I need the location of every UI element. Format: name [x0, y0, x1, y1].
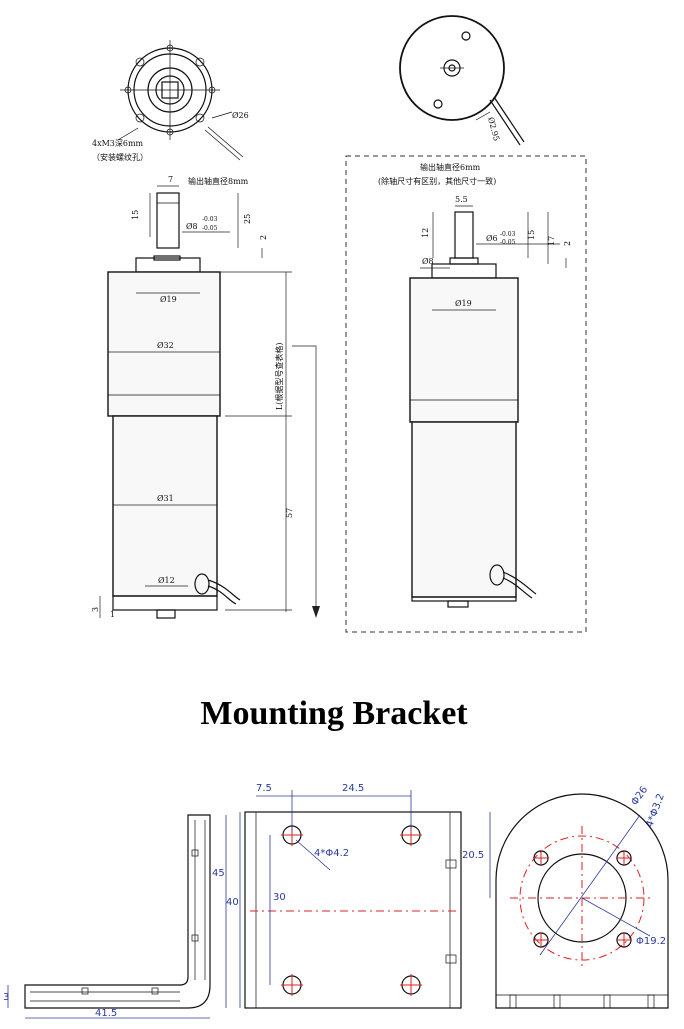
- encoder-diameter-label: Ø2.95: [486, 116, 501, 142]
- motor-left-elevation: [99, 185, 320, 619]
- dim-15: 15: [131, 210, 140, 220]
- flange-diameter-label: Ø26: [232, 111, 249, 120]
- bracket-thickness-3: 3: [3, 992, 9, 1003]
- shaft-tolerance-main: Ø8: [186, 222, 198, 231]
- end-hole-label: 4*Φ3.2: [644, 792, 666, 829]
- dim-57: 57: [285, 508, 294, 518]
- mount-holes-label-cn: （安装螺纹孔）: [92, 152, 148, 162]
- bracket-pitch-30: 30: [273, 892, 286, 903]
- bracket-front-view: [239, 790, 462, 1009]
- encoder-end-view: [399, 15, 525, 146]
- shaft-tolerance-lower: -0.05: [202, 225, 218, 232]
- dim-7: 7: [168, 175, 173, 184]
- length-table-label: L(根据型号查表格): [274, 342, 284, 410]
- dim-2: 2: [259, 235, 268, 240]
- end-dia-26: Φ26: [629, 785, 650, 808]
- dia-19-right: Ø19: [455, 299, 472, 308]
- dim-3-left: 3: [91, 607, 100, 612]
- motor-right-elevation: [409, 205, 567, 608]
- dia-32: Ø32: [157, 341, 174, 350]
- shaft6-tolerance-main: Ø6: [486, 234, 498, 243]
- shaft6-tolerance-upper: -0.03: [500, 231, 516, 238]
- variant-frame: [345, 155, 587, 633]
- bracket-pitch-24-5: 24.5: [342, 783, 364, 794]
- dia-12: Ø12: [158, 576, 175, 585]
- dia-8: Ø8: [422, 257, 434, 266]
- shaft-note-6mm: 输出轴直径6mm: [420, 162, 481, 172]
- dim-15-right: 15: [527, 230, 536, 240]
- shaft6-tolerance-lower: -0.05: [500, 239, 516, 246]
- end-dia-19-2: Φ19.2: [636, 936, 666, 947]
- bracket-end-view: [489, 793, 669, 1009]
- mount-holes-label: 4xM3深6mm: [92, 139, 144, 148]
- shaft-note-8mm: 输出轴直径8mm: [188, 176, 249, 186]
- dim-12-right: 12: [421, 228, 430, 238]
- bracket-offset-7-5: 7.5: [256, 783, 272, 794]
- shaft-tolerance-upper: -0.03: [202, 216, 218, 223]
- dim-25: 25: [243, 214, 252, 224]
- dia-31: Ø31: [157, 494, 174, 503]
- dim-5-5: 5.5: [455, 195, 468, 204]
- end-height-20-5: 20.5: [462, 850, 484, 861]
- bracket-hole-label: 4*Φ4.2: [314, 848, 349, 859]
- dia-19-left: Ø19: [160, 295, 177, 304]
- motor-top-view: [117, 40, 244, 161]
- bracket-length-41-5: 41.5: [95, 1008, 117, 1019]
- bracket-side-view: [7, 814, 227, 1019]
- bracket-width-40: 40: [226, 897, 239, 908]
- dim-2-right: 2: [563, 241, 572, 246]
- bracket-height-45: 45: [212, 868, 225, 879]
- section-title: Mounting Bracket: [200, 695, 468, 732]
- dim-17: 17: [547, 236, 556, 246]
- dim-1: 1: [110, 610, 115, 619]
- shaft-note-variant: (除轴尺寸有区别，其他尺寸一致): [378, 176, 496, 186]
